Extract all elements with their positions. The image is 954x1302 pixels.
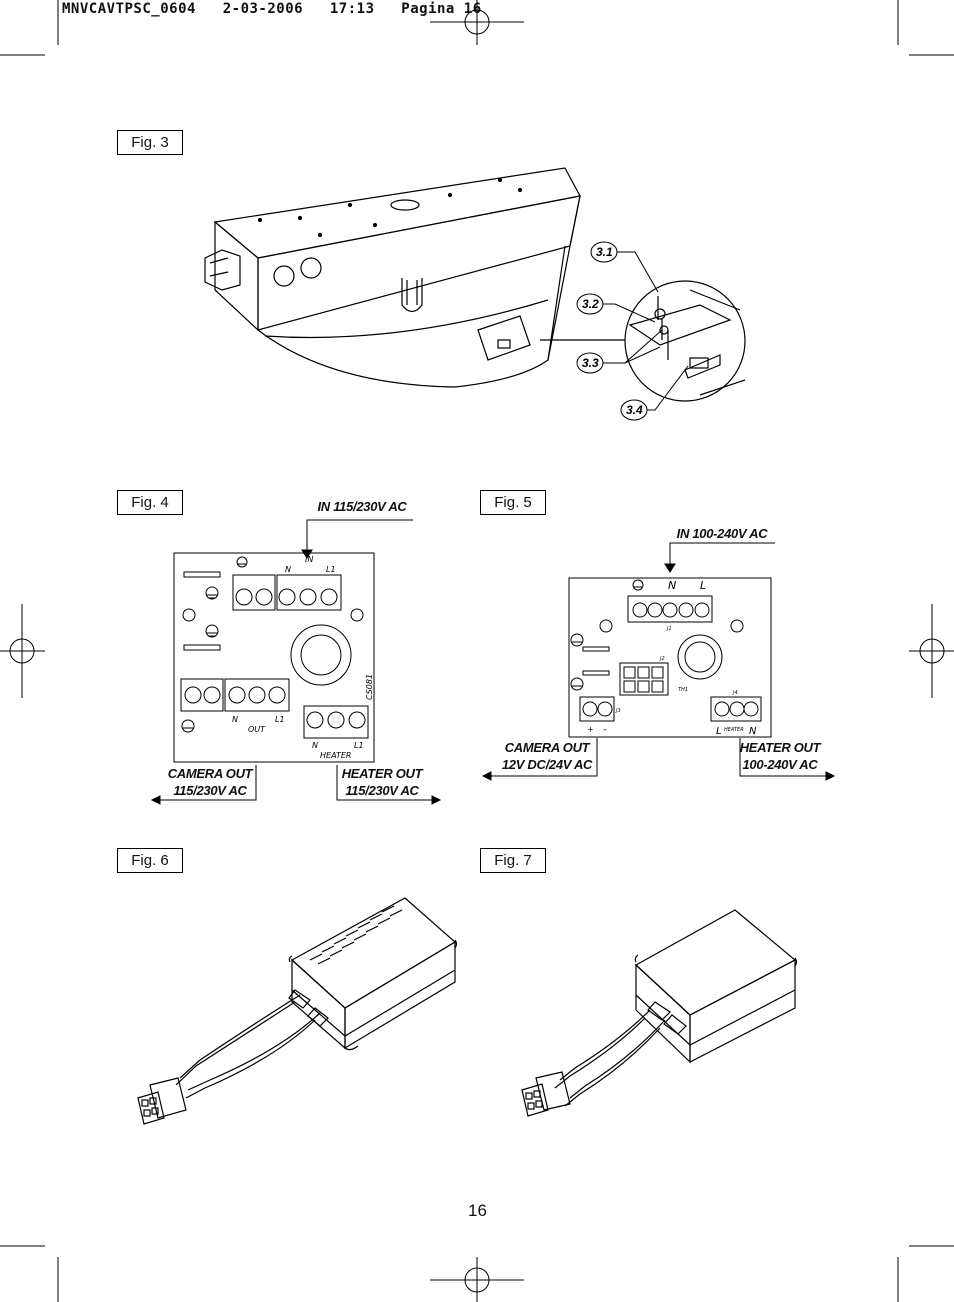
- fig4-pcb-heater-n: N: [312, 741, 318, 750]
- fig5-pcb-j3: J3: [615, 708, 621, 714]
- fig5-heater-out-line1: HEATER OUT: [739, 740, 821, 755]
- registration-mark-top: [430, 0, 524, 45]
- fig5-pcb-j1: J1: [666, 626, 672, 632]
- fig5-pcb-n: N: [668, 579, 676, 592]
- fig5-pcb-j4: J4: [732, 690, 738, 696]
- fig5-pcb-l: L: [700, 579, 706, 592]
- fig4-pcb-in: IN: [305, 555, 313, 564]
- callout-3-3: 3.3: [582, 356, 599, 370]
- fig4-camera-out-line1: CAMERA OUT: [167, 766, 253, 781]
- callout-3-1: 3.1: [596, 245, 613, 259]
- fig3-housing-drawing: [204, 167, 746, 402]
- fig5-label: Fig. 5: [480, 490, 546, 515]
- fig4-heater-out-label: HEATER OUT 115/230V AC: [332, 765, 432, 799]
- fig4-pcb-out: OUT: [248, 725, 266, 734]
- fig4-pcb-out-n: N: [232, 715, 238, 724]
- fig5-camera-out-label: CAMERA OUT 12V DC/24V AC: [497, 739, 597, 773]
- callout-3-2: 3.2: [582, 297, 599, 311]
- fig5-camera-out-line1: CAMERA OUT: [504, 740, 590, 755]
- page-number: 16: [468, 1201, 487, 1220]
- fig4-pcb-out-l1: L1: [275, 715, 285, 724]
- fig5-pcb-heater-l: L: [716, 726, 722, 737]
- fig5-camera-out-line2: 12V DC/24V AC: [501, 757, 593, 772]
- fig4-pcb-heater: HEATER: [320, 751, 351, 760]
- fig6-power-supply-drawing: [137, 897, 458, 1125]
- fig5-pcb-heater-n: N: [749, 726, 757, 737]
- fig4-pcb-heater-l1: L1: [354, 741, 364, 750]
- fig4-heater-out-line2: 115/230V AC: [345, 783, 419, 798]
- fig4-pcb-l1: L1: [326, 565, 336, 574]
- fig5-pcb-plus: +: [587, 725, 594, 734]
- fig7-label: Fig. 7: [480, 848, 546, 873]
- callout-3-4: 3.4: [626, 403, 643, 417]
- fig5-pcb-th1: TH1: [678, 687, 688, 693]
- fig4-camera-out-line2: 115/230V AC: [173, 783, 247, 798]
- fig5-pcb-j2: J2: [659, 656, 665, 662]
- fig4-in-label: IN 115/230V AC: [317, 499, 407, 514]
- fig7-power-supply-drawing: [521, 909, 798, 1117]
- fig4-pcb-code: CS081: [365, 674, 374, 700]
- registration-mark-right: [909, 604, 954, 698]
- fig3-callouts: [576, 241, 689, 421]
- fig4-pcb-drawing: [150, 519, 442, 805]
- fig4-pcb-n: N: [285, 565, 291, 574]
- fig5-pcb-drawing: [481, 542, 836, 781]
- fig5-pcb-heater: HEATER: [724, 727, 744, 733]
- registration-mark-bottom: [430, 1257, 524, 1302]
- fig5-in-label: IN 100-240V AC: [676, 526, 768, 541]
- print-slug-header: MNVCAVTPSC_0604 2-03-2006 17:13 Pagina 1…: [62, 1, 482, 17]
- fig5-heater-out-line2: 100-240V AC: [742, 757, 818, 772]
- fig5-pcb-minus: –: [603, 725, 607, 734]
- fig4-heater-out-line1: HEATER OUT: [341, 766, 423, 781]
- fig4-label: Fig. 4: [117, 490, 183, 515]
- fig6-label: Fig. 6: [117, 848, 183, 873]
- fig4-camera-out-label: CAMERA OUT 115/230V AC: [160, 765, 260, 799]
- fig3-label: Fig. 3: [117, 130, 183, 155]
- fig5-heater-out-label: HEATER OUT 100-240V AC: [730, 739, 830, 773]
- registration-mark-left: [0, 604, 45, 698]
